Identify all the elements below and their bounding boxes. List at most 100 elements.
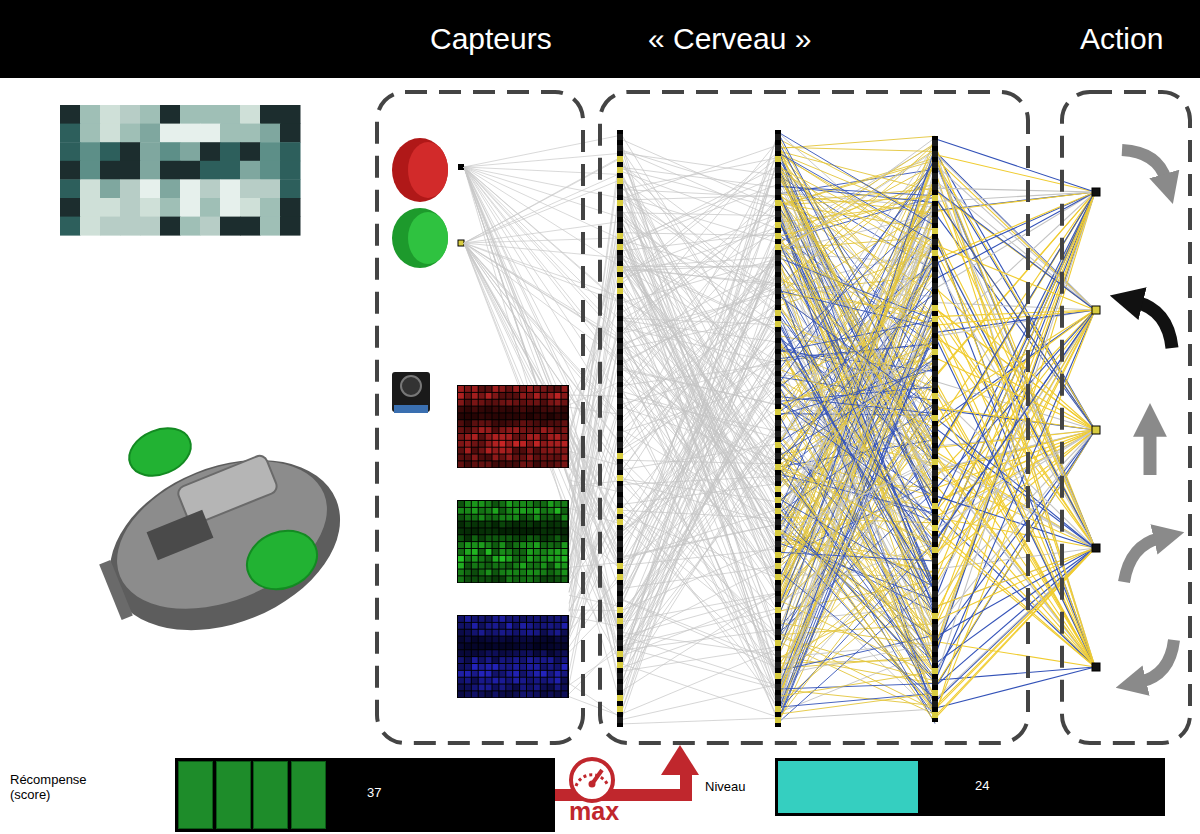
hidden-link: [778, 159, 935, 653]
grid-pixel: [506, 657, 512, 663]
grid-pixel: [499, 657, 505, 663]
image-pixel: [180, 142, 201, 161]
score-segment: [253, 761, 288, 829]
grid-pixel: [465, 563, 471, 569]
grid-pixel: [472, 501, 478, 507]
input-link: [464, 153, 620, 167]
neuron: [775, 618, 781, 624]
grid-pixel: [534, 630, 540, 636]
grid-pixel: [465, 630, 471, 636]
grid-pixel: [527, 407, 533, 413]
hidden-link: [620, 152, 778, 578]
grid-pixel: [472, 461, 478, 467]
image-pixel: [80, 198, 101, 217]
hidden-link: [620, 152, 778, 281]
neuron: [775, 244, 781, 250]
grid-pixel: [465, 501, 471, 507]
neuron: [932, 646, 938, 652]
grid-pixel: [548, 664, 554, 670]
neuron: [617, 651, 623, 657]
grid-pixel: [520, 563, 526, 569]
image-pixel: [240, 179, 261, 198]
grid-pixel: [506, 678, 512, 684]
hidden-link: [620, 524, 778, 558]
grid-pixel: [486, 616, 492, 622]
hidden-link: [778, 193, 935, 647]
grid-pixel: [458, 535, 464, 541]
grid-pixel: [541, 407, 547, 413]
grid-pixel: [506, 664, 512, 670]
grid-pixel: [520, 508, 526, 514]
neuron: [775, 398, 781, 404]
neuron: [617, 574, 623, 580]
neuron: [617, 497, 623, 503]
grid-pixel: [499, 441, 505, 447]
grid-pixel: [548, 535, 554, 541]
neuron: [617, 365, 623, 371]
grid-pixel: [493, 535, 499, 541]
grid-pixel: [458, 637, 464, 643]
progress-bar: Niveau24: [775, 758, 1165, 816]
grid-pixel: [458, 657, 464, 663]
grid-pixel: [465, 549, 471, 555]
input-link: [464, 167, 620, 302]
neuron: [617, 167, 623, 173]
grid-pixel: [562, 400, 568, 406]
grid-pixel: [499, 685, 505, 691]
grid-pixel: [548, 563, 554, 569]
image-pixel: [200, 179, 221, 198]
grid-pixel: [493, 501, 499, 507]
grid-pixel: [499, 691, 505, 697]
grid-pixel: [479, 549, 485, 555]
hidden-link: [778, 671, 935, 696]
hidden-link: [778, 466, 935, 678]
neuron: [617, 618, 623, 624]
neuron: [617, 277, 623, 283]
grid-pixel: [534, 427, 540, 433]
grid-pixel: [534, 657, 540, 663]
image-pixel: [80, 105, 101, 124]
hidden-link: [620, 492, 778, 707]
output-link: [935, 192, 1095, 681]
image-pixel: [120, 217, 141, 236]
neuron: [617, 233, 623, 239]
grid-pixel: [513, 400, 519, 406]
hidden-link: [620, 157, 778, 284]
grid-pixel: [486, 671, 492, 677]
grid-pixel: [548, 455, 554, 461]
image-pixel: [180, 105, 201, 124]
output-link: [935, 417, 1095, 548]
hidden-link: [620, 158, 778, 476]
neuron: [775, 497, 781, 503]
grid-pixel: [465, 542, 471, 548]
output-link: [935, 192, 1095, 260]
image-pixel: [60, 217, 81, 236]
grid-pixel: [493, 671, 499, 677]
grid-pixel: [479, 556, 485, 562]
grid-pixel: [541, 691, 547, 697]
grid-pixel: [493, 549, 499, 555]
grid-pixel: [465, 522, 471, 528]
grid-pixel: [562, 563, 568, 569]
grid-pixel: [499, 563, 505, 569]
input-link: [569, 484, 620, 580]
grid-pixel: [465, 623, 471, 629]
grid-pixel: [520, 441, 526, 447]
neuron: [932, 338, 938, 344]
grid-pixel: [541, 522, 547, 528]
grid-ground: [457, 385, 569, 468]
grid-pixel: [520, 420, 526, 426]
input-link: [569, 445, 620, 691]
grid-pixel: [472, 386, 478, 392]
grid-pixel: [534, 386, 540, 392]
output-link: [935, 250, 1095, 548]
image-pixel: [60, 179, 81, 198]
output-link: [935, 528, 1095, 667]
neuron: [617, 508, 623, 514]
grid-pixel: [486, 393, 492, 399]
hidden-link: [778, 213, 935, 589]
output-link: [935, 430, 1095, 644]
grid-pixel: [513, 542, 519, 548]
input-link: [464, 243, 620, 560]
neuron: [617, 717, 623, 723]
